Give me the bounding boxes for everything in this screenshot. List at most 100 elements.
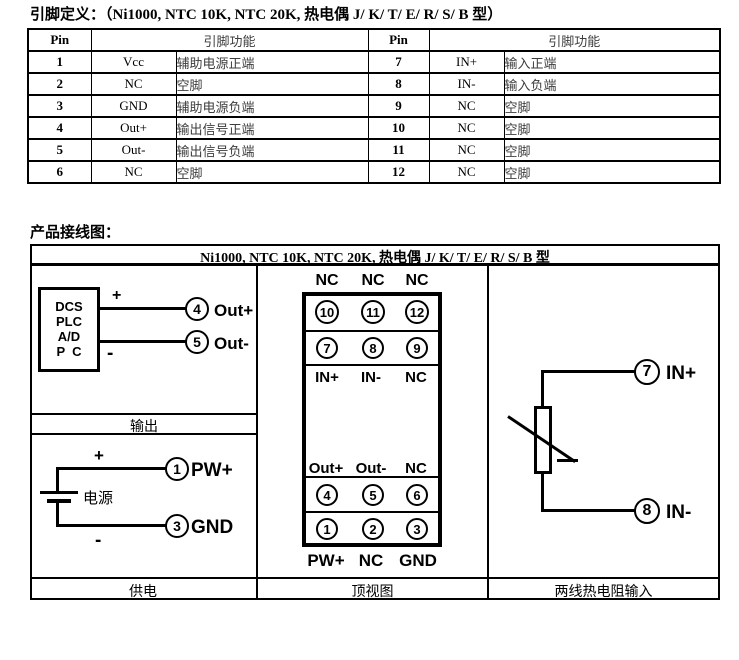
caption-topview: 顶视图 <box>351 585 394 600</box>
table-row: 2 NC 空脚 8 IN- 输入负端 <box>27 72 721 96</box>
wire-segment <box>56 503 59 527</box>
pin-number-cell: 12 <box>367 160 430 184</box>
pin-name-cell: Vcc <box>90 50 177 74</box>
wire-segment <box>541 370 544 408</box>
wire-segment <box>56 467 59 493</box>
module-row-divider <box>306 476 438 478</box>
pin-function-cell: 输出信号负端 <box>175 138 369 162</box>
pin-number-cell: 2 <box>27 72 92 96</box>
pin-function-cell: 输出信号正端 <box>175 116 369 140</box>
pin-name-cell: Out+ <box>90 116 177 140</box>
caption-power: 供电 <box>129 585 157 600</box>
thermistor-foot <box>557 459 578 462</box>
output-band-top <box>32 413 256 415</box>
table-row: 1 Vcc 辅助电源正端 7 IN+ 输入正端 <box>27 50 721 74</box>
table-header-row: Pin 引脚功能 Pin 引脚功能 <box>27 28 721 52</box>
power-source-label: 电源 <box>83 491 114 507</box>
module-gnd-label: GND <box>399 551 437 570</box>
module-in-plus-label: IN+ <box>315 369 339 386</box>
table-row: 3 GND 辅助电源负端 9 NC 空脚 <box>27 94 721 118</box>
pin-name-cell: Out- <box>90 138 177 162</box>
wire-segment <box>56 467 167 470</box>
pin-number-cell: 10 <box>367 116 430 140</box>
terminal-circle-10: 10 <box>315 300 339 324</box>
nc-top-label: NC <box>315 272 339 289</box>
pin-number-cell: 4 <box>27 116 92 140</box>
terminal-circle-1: 1 <box>165 457 189 481</box>
nc-top-label: NC <box>361 272 385 289</box>
caption-rtd: 两线热电阻输入 <box>554 585 653 600</box>
wire-segment <box>542 370 635 373</box>
terminal-label-out-plus: Out+ <box>214 301 254 320</box>
pin-function-cell: 空脚 <box>503 94 721 118</box>
pin-number-cell: 1 <box>27 50 92 74</box>
pin-number-cell: 7 <box>367 50 430 74</box>
terminal-circle-6: 6 <box>406 484 428 506</box>
plus-sign: + <box>94 446 104 465</box>
table-row: 6 NC 空脚 12 NC 空脚 <box>27 160 721 184</box>
pin-name-cell: NC <box>428 116 505 140</box>
pin-number-cell: 6 <box>27 160 92 184</box>
module-top-view-box <box>302 292 442 547</box>
pin-column-header: Pin <box>27 28 92 52</box>
pin-function-cell: 空脚 <box>175 72 369 96</box>
terminal-circle-9: 9 <box>406 337 428 359</box>
device-box: DCS PLC A/D P C <box>38 287 100 372</box>
wire-segment <box>56 524 167 527</box>
pin-column-header: Pin <box>367 28 430 52</box>
terminal-label-pw-plus: PW+ <box>191 460 233 481</box>
minus-sign: - <box>107 343 114 364</box>
title-band-divider <box>32 263 718 266</box>
module-nc-label: NC <box>358 551 384 570</box>
pin-number-cell: 8 <box>367 72 430 96</box>
pin-function-cell: 输入负端 <box>503 72 721 96</box>
diagram-title: Ni1000, NTC 10K, NTC 20K, 热电偶 J/ K/ T/ E… <box>200 251 550 266</box>
pin-number-cell: 3 <box>27 94 92 118</box>
module-row-divider <box>306 364 438 366</box>
pin-definition-title: 引脚定义：（Ni1000, NTC 10K, NTC 20K, 热电偶 J/ K… <box>30 7 503 23</box>
pin-name-cell: IN- <box>428 72 505 96</box>
wire-segment <box>100 340 187 343</box>
wire-segment <box>541 474 544 512</box>
module-row-divider <box>306 511 438 513</box>
pin-name-cell: IN+ <box>428 50 505 74</box>
pin-name-cell: NC <box>428 138 505 162</box>
pin-function-cell: 空脚 <box>503 138 721 162</box>
pin-number-cell: 5 <box>27 138 92 162</box>
plus-sign: + <box>112 287 122 304</box>
pin-name-cell: NC <box>428 160 505 184</box>
module-nc-label: NC <box>405 369 427 386</box>
module-row-divider <box>306 330 438 332</box>
module-in-minus-label: IN- <box>361 369 381 386</box>
terminal-label-in-minus: IN- <box>666 502 692 523</box>
terminal-circle-11: 11 <box>361 300 385 324</box>
module-out-plus-label: Out+ <box>308 460 344 477</box>
function-column-header: 引脚功能 <box>428 28 721 52</box>
device-line: PLC <box>56 314 82 329</box>
terminal-circle-5: 5 <box>362 484 384 506</box>
device-line: P C <box>56 344 82 359</box>
pin-function-cell: 空脚 <box>175 160 369 184</box>
terminal-label-gnd: GND <box>191 517 234 538</box>
pin-table: Pin 引脚功能 Pin 引脚功能 1 Vcc 辅助电源正端 7 IN+ 输入正… <box>27 28 722 184</box>
pin-name-cell: NC <box>428 94 505 118</box>
terminal-label-in-plus: IN+ <box>666 363 697 384</box>
pin-function-cell: 辅助电源正端 <box>175 50 369 74</box>
column-divider <box>256 266 258 598</box>
pin-name-cell: GND <box>90 94 177 118</box>
pin-number-cell: 9 <box>367 94 430 118</box>
device-line: A/D <box>57 329 81 344</box>
pin-function-cell: 输入正端 <box>503 50 721 74</box>
output-band-bottom <box>32 433 256 435</box>
module-out-minus-label: Out- <box>355 460 387 477</box>
terminal-circle-7: 7 <box>316 337 338 359</box>
table-row: 5 Out- 输出信号负端 11 NC 空脚 <box>27 138 721 162</box>
output-caption: 输出 <box>130 420 158 435</box>
pin-function-cell: 空脚 <box>503 116 721 140</box>
terminal-circle-12: 12 <box>405 300 429 324</box>
terminal-circle-4: 4 <box>316 484 338 506</box>
pin-name-cell: NC <box>90 72 177 96</box>
column-divider <box>487 266 489 598</box>
wire-segment <box>541 509 635 512</box>
